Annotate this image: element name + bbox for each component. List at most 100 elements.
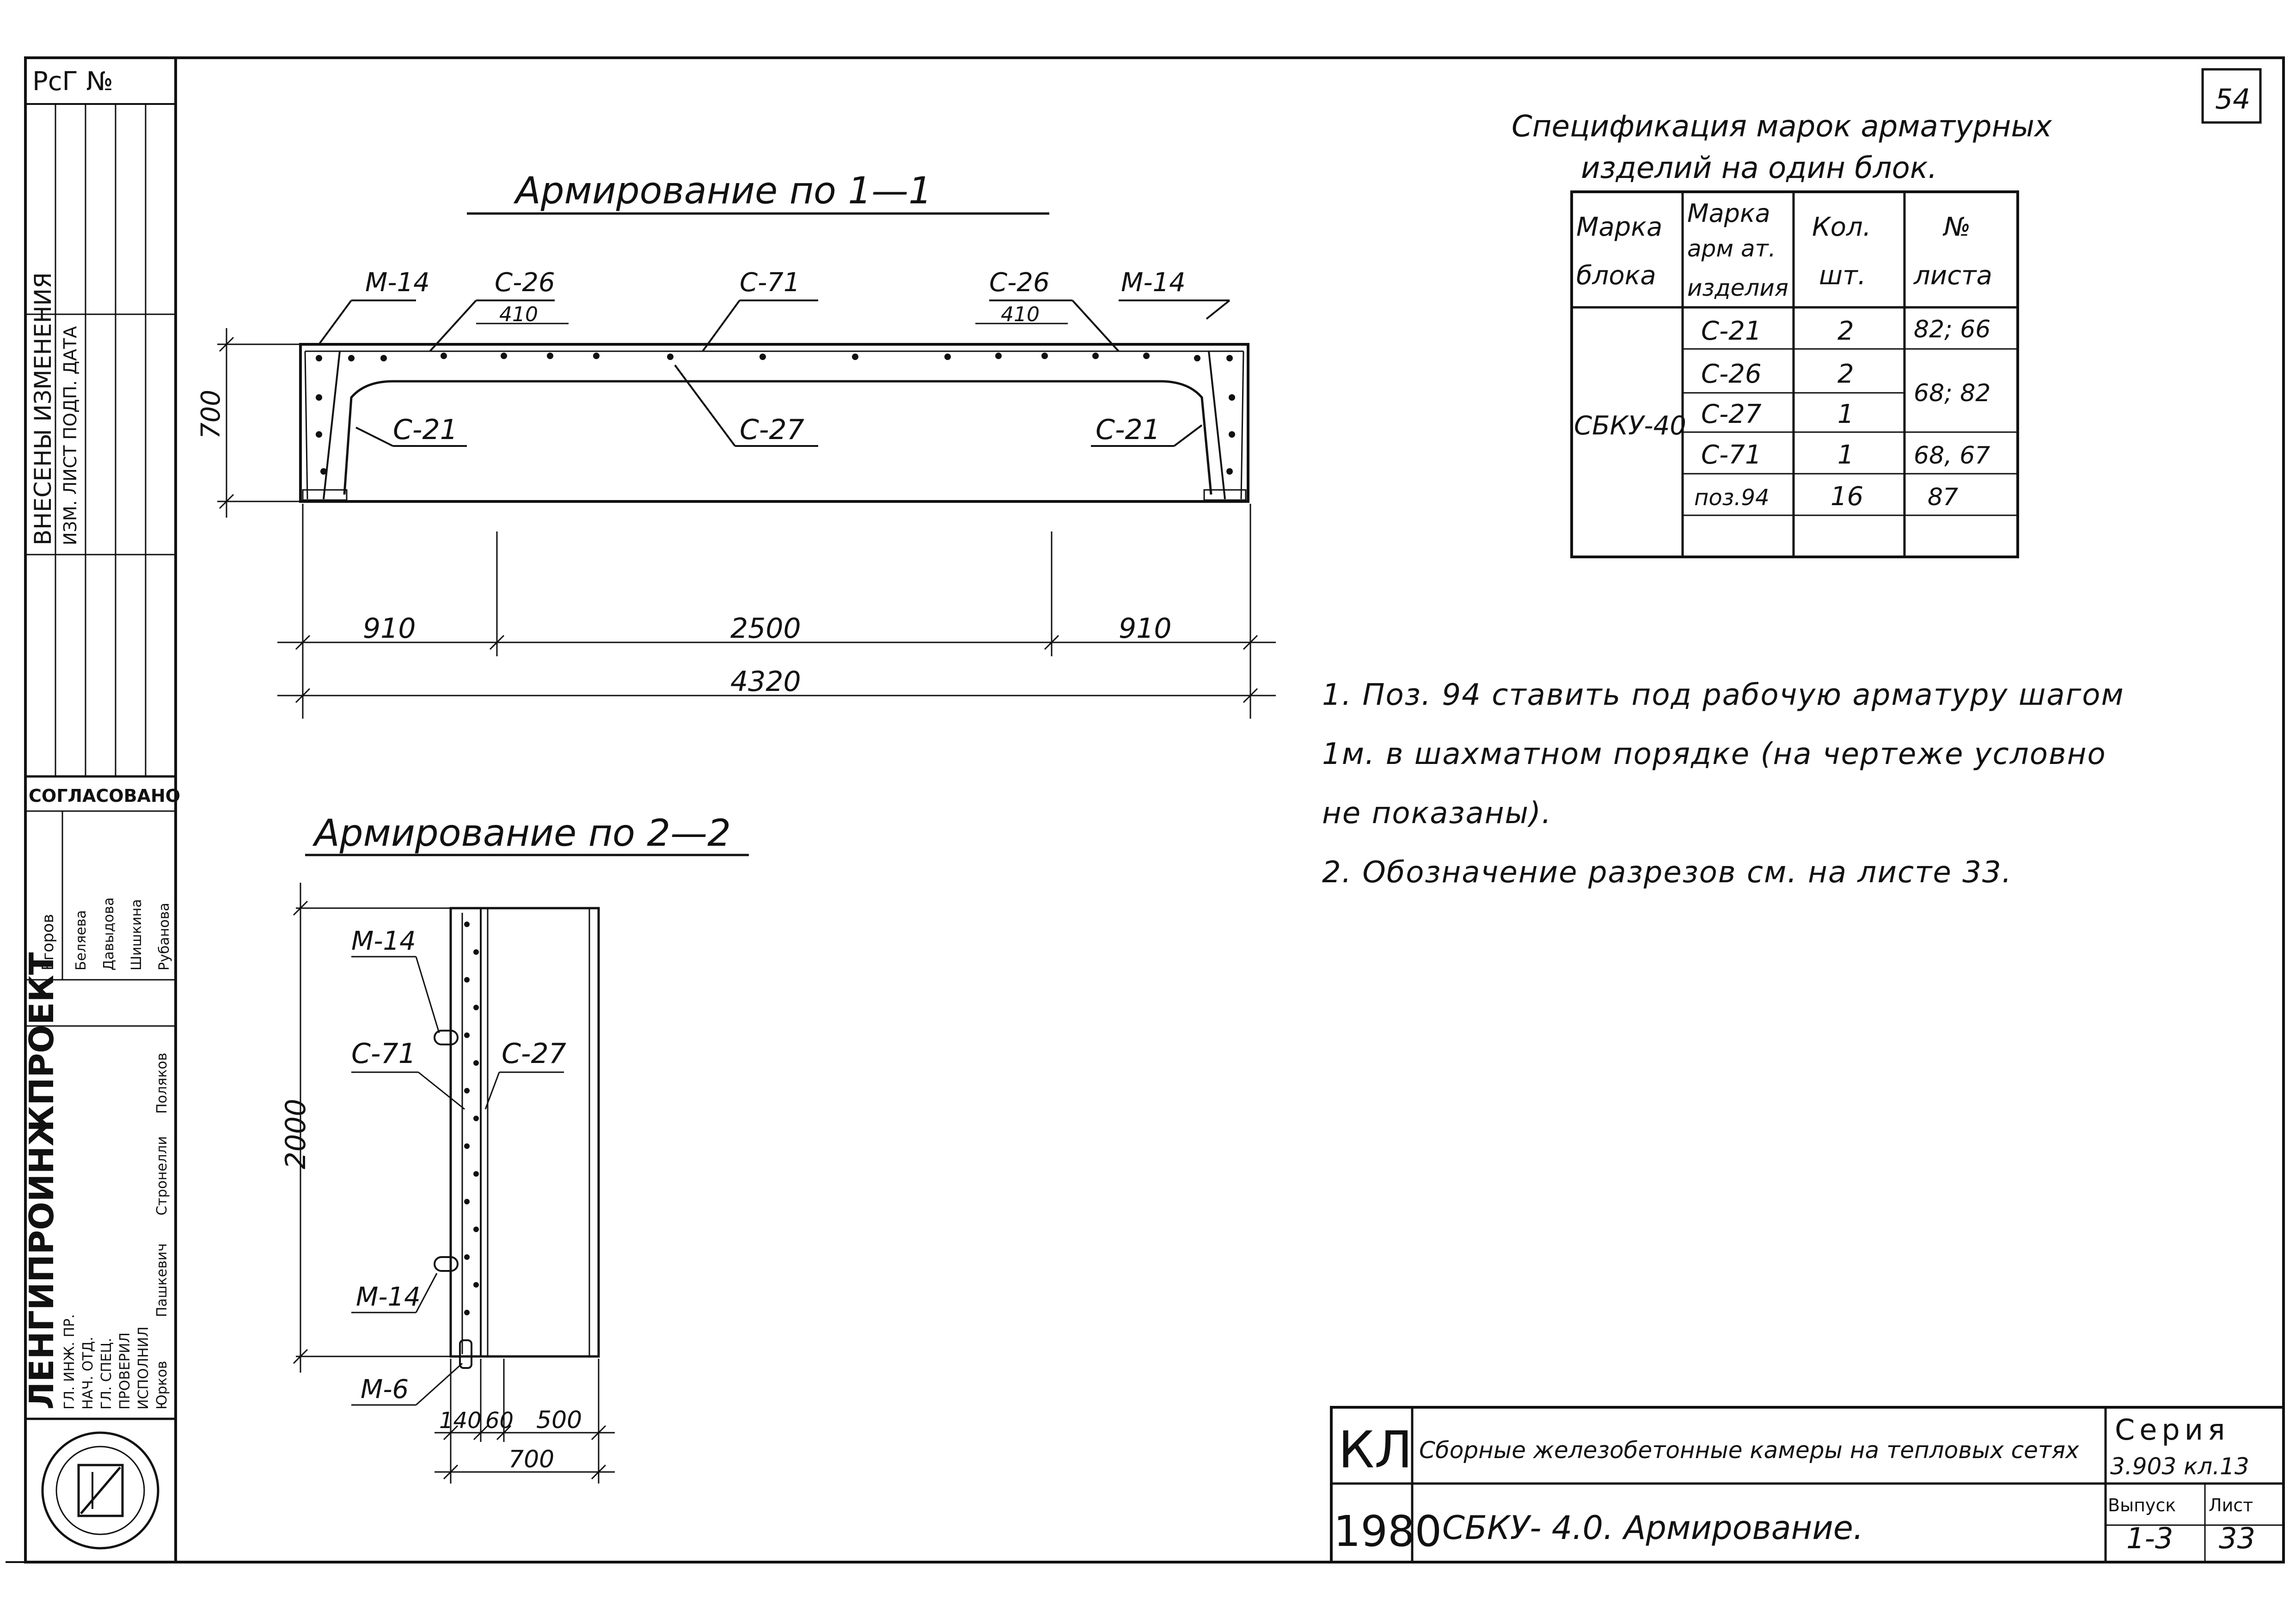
- spec-h3-a: Кол.: [1812, 212, 1871, 242]
- dim-910-right: 910: [1119, 612, 1172, 645]
- note-line-2: 1м. в шахматном порядке (на чертеже усло…: [1322, 737, 2106, 771]
- strip-change-sub: ИЗМ. ЛИСТ ПОДП. ДАТА: [60, 326, 80, 545]
- tb-sheet-label: Лист: [2209, 1495, 2253, 1515]
- dim-60: 60: [485, 1408, 514, 1434]
- spec-row3-item: С-27: [1701, 399, 1762, 429]
- section-1-1: Армирование по 1—1: [196, 169, 1276, 719]
- spec-title-1: Спецификация марок арматурных: [1512, 110, 2052, 144]
- label-m14-bottom: М-14: [356, 1282, 421, 1312]
- strip-agreed: СОГЛАСОВАНО: [29, 786, 180, 806]
- spec-row4-sheet: 68, 67: [1914, 442, 1990, 470]
- label-m6: М-6: [361, 1374, 409, 1404]
- label-c71: С-71: [740, 268, 800, 298]
- dim-140: 140: [439, 1408, 482, 1434]
- section-2-title: Армирование по 2—2: [312, 812, 731, 855]
- tb-issue-value: 1-3: [2126, 1521, 2173, 1555]
- label-m14-right: М-14: [1121, 268, 1186, 298]
- note-line-4: 2. Обозначение разрезов см. на листе 33.: [1322, 855, 2012, 890]
- spec-row2-qty: 2: [1837, 359, 1854, 389]
- label-c26-right: С-26: [989, 268, 1050, 298]
- label-c71-s2: С-71: [351, 1038, 416, 1070]
- spec-block: СБКУ-40: [1574, 411, 1686, 441]
- wall-rebar-dots: [464, 922, 479, 1315]
- label-c27-s2: С-27: [502, 1038, 566, 1070]
- tb-series-value: 3.903 кл.13: [2110, 1453, 2249, 1480]
- tb-project: Сборные железобетонные камеры на тепловы…: [1419, 1437, 2079, 1464]
- spec-row1-sheet: 82; 66: [1914, 316, 1990, 343]
- strip-name-2: Пашкевич: [154, 1243, 170, 1317]
- spec-row1-item: С-21: [1701, 316, 1762, 346]
- dim-410-left: 410: [499, 303, 538, 326]
- strip-change-heading: ВНЕСЕНЫ ИЗМЕНЕНИЯ: [30, 272, 56, 545]
- title-block: КЛ 1980 Сборные железобетонные камеры на…: [1330, 1406, 2285, 1563]
- dim-500: 500: [536, 1406, 582, 1434]
- left-wall-inner: [343, 380, 1212, 495]
- note-line-1: 1. Поз. 94 ставить под рабочую арматуру …: [1322, 678, 2125, 712]
- spec-row4-qty: 1: [1837, 440, 1854, 470]
- strip-name-1: Юрков: [154, 1361, 170, 1410]
- label-m14-left: М-14: [365, 268, 430, 298]
- role-2: НАЧ. ОТД.: [80, 1337, 96, 1410]
- label-c26-left: С-26: [495, 268, 555, 298]
- dim-4320: 4320: [730, 666, 801, 698]
- spec-row1-qty: 2: [1837, 316, 1854, 346]
- tb-year: 1980: [1334, 1507, 1442, 1556]
- label-c21-right: С-21: [1096, 414, 1160, 446]
- spec-row3-qty: 1: [1837, 399, 1854, 429]
- spec-h2-a: Марка: [1687, 199, 1770, 228]
- spec-h2-b: арм ат.: [1687, 235, 1776, 262]
- section-2-2: Армирование по 2—2 М-14 С-71 С-27 М-1: [280, 812, 749, 1484]
- role-5: ИСПОЛНИЛ: [135, 1326, 152, 1410]
- dim-910-left: 910: [363, 612, 416, 645]
- label-c21-left: С-21: [393, 414, 458, 446]
- role-1: ГЛ. ИНЖ. ПР.: [61, 1314, 78, 1410]
- spec-row5-qty: 16: [1831, 482, 1863, 512]
- spec-h4-b: листа: [1913, 261, 1992, 291]
- agree-name-1: Егоров: [39, 914, 57, 971]
- spec-row5-item: поз.94: [1694, 485, 1769, 511]
- note-line-3: не показаны).: [1322, 796, 1552, 830]
- spec-h4-a: №: [1942, 212, 1971, 242]
- slab-outline: [299, 343, 1249, 503]
- tb-sheet-value: 33: [2219, 1521, 2255, 1555]
- agree-name-4: Шишкина: [129, 899, 145, 971]
- dim-2500: 2500: [730, 612, 801, 645]
- label-m14-top: М-14: [351, 926, 416, 956]
- spec-row2-item: С-26: [1701, 359, 1762, 389]
- dim-410-right: 410: [1001, 303, 1040, 326]
- spec-h3-b: шт.: [1819, 261, 1866, 291]
- tb-issue-label: Выпуск: [2108, 1495, 2176, 1515]
- section-1-title: Армирование по 1—1: [513, 169, 932, 212]
- agree-name-5: Рубанова: [156, 903, 172, 971]
- label-c27: С-27: [740, 414, 804, 446]
- spec-title-2: изделий на один блок.: [1581, 151, 1937, 185]
- role-3: ГЛ. СПЕЦ.: [98, 1338, 115, 1410]
- agree-name-2: Беляева: [73, 910, 89, 971]
- page-number: 54: [2215, 83, 2250, 116]
- spec-row2-sheet: 68; 82: [1914, 379, 1990, 407]
- strip-top-label: РсГ №: [32, 67, 113, 97]
- strip-name-3: Стронелли: [154, 1136, 170, 1215]
- spec-row4-item: С-71: [1701, 440, 1762, 470]
- tb-series-label: Серия: [2115, 1413, 2229, 1447]
- dim-700-s2: 700: [508, 1446, 554, 1473]
- org-seal: [41, 1431, 159, 1550]
- role-4: ПРОВЕРИЛ: [117, 1332, 133, 1410]
- page-number-box: [2201, 68, 2262, 124]
- spec-table: Спецификация марок арматурных изделий на…: [1512, 110, 2052, 558]
- agree-name-3: Давыдова: [101, 898, 117, 971]
- spec-h2-c: изделия: [1687, 275, 1788, 301]
- spec-h1-a: Марка: [1576, 212, 1662, 242]
- dim-2000: 2000: [280, 1099, 312, 1169]
- dim-700-height: 700: [196, 390, 226, 439]
- spec-row5-sheet: 87: [1928, 483, 1958, 511]
- strip-name-4: Поляков: [154, 1053, 170, 1114]
- strip-org: ЛЕНГИПРОИНЖПРОЕКТ: [22, 952, 61, 1410]
- tb-logo: КЛ: [1338, 1420, 1413, 1479]
- top-rebar-dots: [316, 353, 1235, 475]
- wall-panel: [449, 907, 600, 1358]
- spec-h1-b: блока: [1576, 261, 1656, 291]
- tb-drawing: СБКУ- 4.0. Армирование.: [1442, 1509, 1863, 1547]
- left-strip: РсГ № ВНЕСЕНЫ ИЗМЕНЕНИЯ ИЗМ. ЛИСТ ПОДП. …: [22, 67, 180, 1550]
